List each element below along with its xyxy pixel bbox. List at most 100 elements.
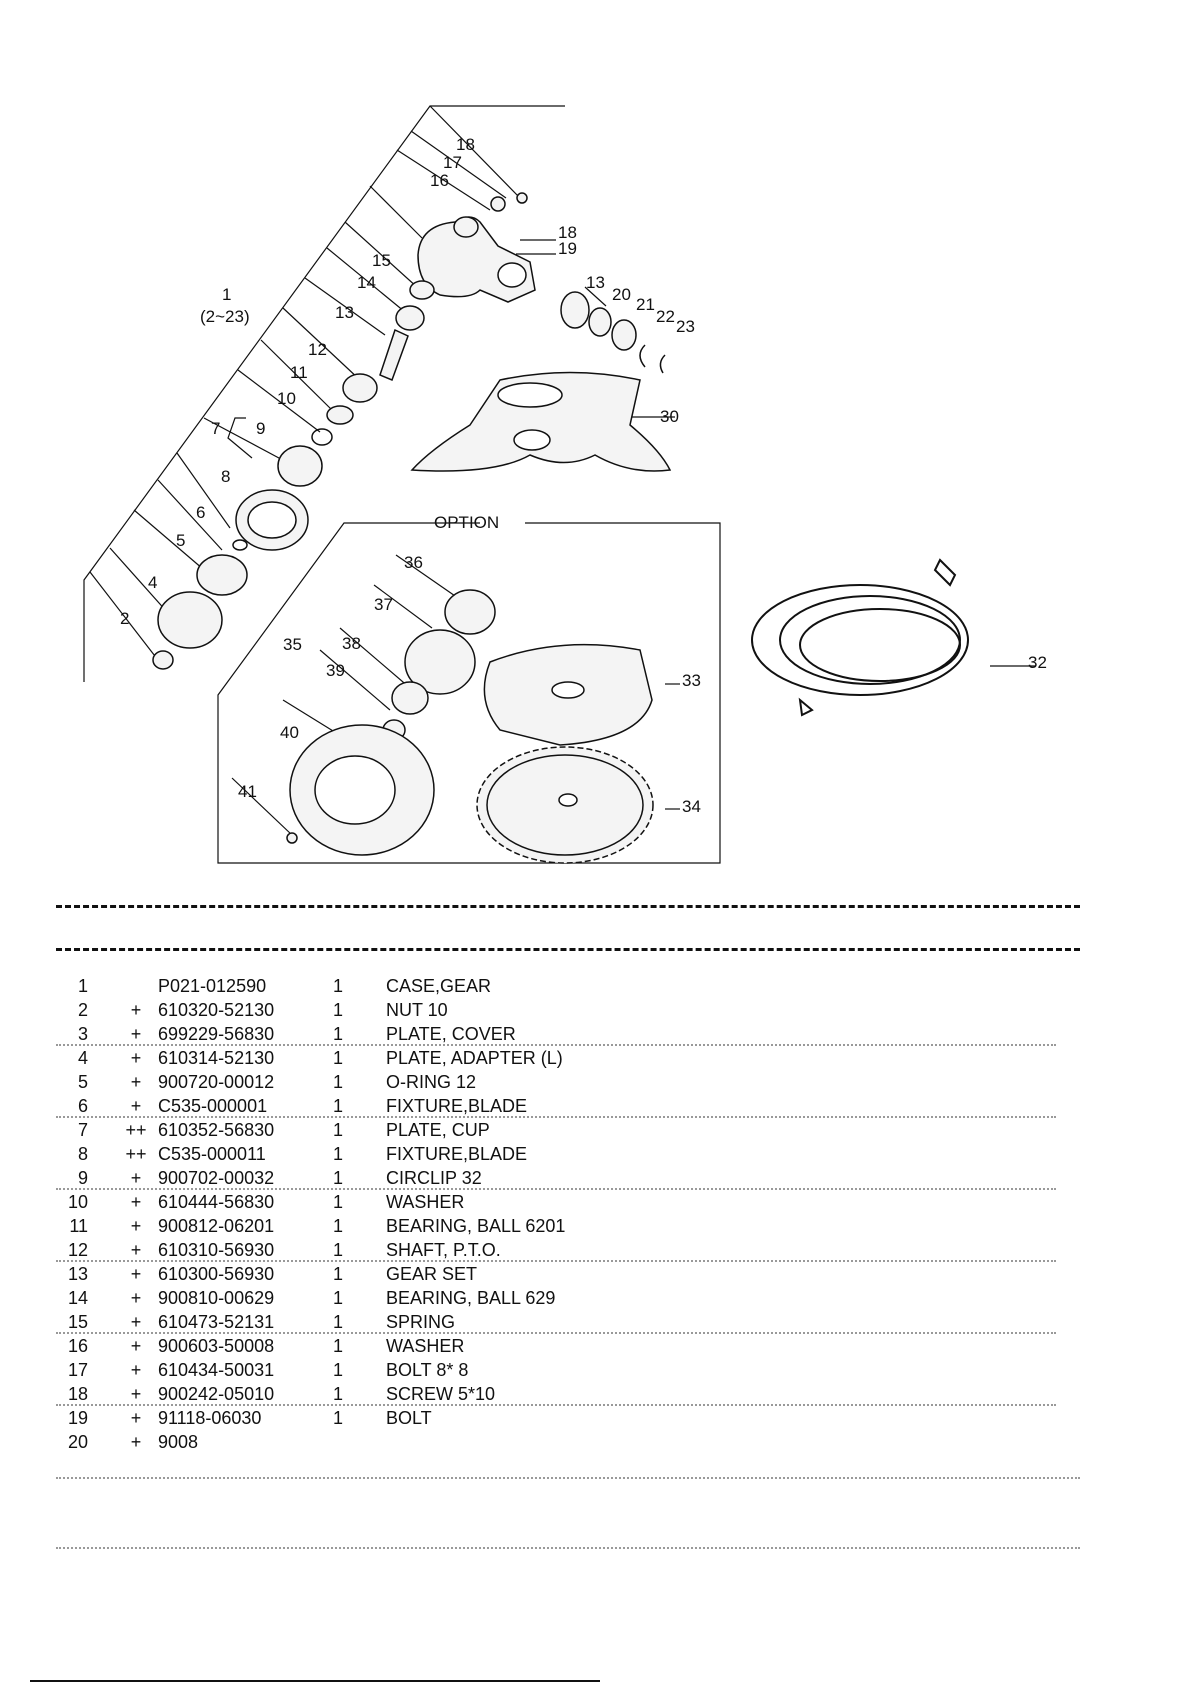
part-mark: + bbox=[130, 1096, 142, 1116]
callout-13-right: 13 bbox=[586, 273, 605, 292]
part-quantity: 1 bbox=[332, 1408, 343, 1428]
callout-5: 6 bbox=[196, 503, 205, 522]
part-code: 610310-56930 bbox=[158, 1240, 275, 1260]
part-description: CASE,GEAR bbox=[386, 976, 492, 996]
callout-3: 4 bbox=[148, 573, 157, 592]
part-description: FIXTURE,BLADE bbox=[386, 1144, 528, 1164]
part-number-index: 8 bbox=[77, 1144, 88, 1164]
part-code: 900812-06201 bbox=[158, 1216, 275, 1236]
part-number-index: 13 bbox=[67, 1264, 88, 1284]
part-quantity: 1 bbox=[332, 1144, 343, 1164]
callout-22: 22 bbox=[656, 307, 675, 326]
part-code: 900720-00012 bbox=[158, 1072, 275, 1092]
callout-41: 41 bbox=[238, 782, 257, 801]
part-description: BOLT 8* 8 bbox=[386, 1360, 469, 1380]
part-code: P021-012590 bbox=[158, 976, 267, 996]
part-quantity: 1 bbox=[332, 1096, 343, 1116]
part-number-index: 20 bbox=[67, 1432, 88, 1452]
part-quantity: 1 bbox=[332, 1120, 343, 1140]
part-number-index: 15 bbox=[67, 1312, 88, 1332]
part-mark: + bbox=[130, 1264, 142, 1284]
part-quantity: 1 bbox=[332, 1048, 343, 1068]
dotted-rule bbox=[56, 1477, 1080, 1479]
part-code: 900242-05010 bbox=[158, 1384, 275, 1404]
part-mark: + bbox=[130, 1048, 142, 1068]
callout-39: 39 bbox=[326, 661, 345, 680]
part-mark: + bbox=[130, 1336, 142, 1356]
part-row: 4 +610314-52130 1 PLATE, ADAPTER (L) bbox=[56, 1046, 1056, 1070]
part-number-index: 10 bbox=[67, 1192, 88, 1212]
callout-23: 23 bbox=[676, 317, 695, 336]
callout-10: 11 bbox=[290, 363, 308, 382]
part-description: BEARING, BALL 629 bbox=[386, 1288, 556, 1308]
callout-9: 10 bbox=[277, 389, 296, 408]
part-quantity: 1 bbox=[332, 1000, 343, 1020]
callout-4: 5 bbox=[176, 531, 185, 550]
callout-36: 36 bbox=[404, 553, 423, 572]
callout-21: 21 bbox=[636, 295, 655, 314]
part-mark: ++ bbox=[125, 1120, 147, 1140]
part-mark: + bbox=[130, 1408, 142, 1428]
part-description: BEARING, BALL 6201 bbox=[386, 1216, 566, 1236]
part-code: 610314-52130 bbox=[158, 1048, 275, 1068]
row-divider bbox=[56, 1404, 1056, 1406]
part-quantity: 1 bbox=[332, 1288, 343, 1308]
exploded-parts-diagram: 18 17 16 18 19 15 14 13 12 11 10 7 9 8 6… bbox=[83, 105, 1047, 864]
part-description: PLATE, ADAPTER (L) bbox=[386, 1048, 563, 1068]
part-description: SCREW 5*10 bbox=[386, 1384, 496, 1404]
callout-33: 33 bbox=[682, 671, 701, 690]
callout-11: 12 bbox=[308, 340, 327, 359]
callout-8: 9 bbox=[256, 419, 265, 438]
part-number-index: 7 bbox=[77, 1120, 88, 1140]
part-description: SPRING bbox=[386, 1312, 456, 1332]
part-code: 900702-00032 bbox=[158, 1168, 275, 1188]
callout-7: 8 bbox=[221, 467, 230, 486]
part-number-index: 4 bbox=[77, 1048, 88, 1068]
part-mark: + bbox=[130, 1240, 142, 1260]
part-description: WASHER bbox=[386, 1192, 465, 1212]
part-row: 7 ++ 610352-56830 1 PLATE, CUP bbox=[56, 1118, 1056, 1142]
callout-17: 18 bbox=[456, 135, 475, 154]
part-mark: + bbox=[130, 1192, 142, 1212]
part-row: 20+9008 bbox=[56, 1430, 1056, 1454]
part-code: 610352-56830 bbox=[158, 1120, 275, 1140]
part-quantity: 1 bbox=[332, 1240, 343, 1260]
part-description: WASHER bbox=[386, 1336, 465, 1356]
part-number-index: 16 bbox=[67, 1336, 88, 1356]
part-number-index: 19 bbox=[67, 1408, 88, 1428]
part-mark: + bbox=[130, 1432, 142, 1452]
part-number-index: 11 bbox=[69, 1216, 88, 1236]
part-code: 900810-00629 bbox=[158, 1288, 275, 1308]
part-code: C535-000011 bbox=[158, 1144, 266, 1164]
part-quantity: 1 bbox=[332, 1384, 343, 1404]
callout-38: 38 bbox=[342, 634, 361, 653]
part-description: BOLT bbox=[386, 1408, 432, 1428]
callout-30: 30 bbox=[660, 407, 679, 426]
part-description: NUT 10 bbox=[386, 1000, 448, 1020]
row-divider bbox=[56, 1116, 1056, 1118]
callout-35: 35 bbox=[283, 635, 302, 654]
part-number-index: 3 bbox=[77, 1024, 88, 1044]
part-description: GEAR SET bbox=[386, 1264, 478, 1284]
part-number-index: 14 bbox=[67, 1288, 88, 1308]
dashed-rule-top bbox=[56, 905, 1080, 908]
part-mark: + bbox=[130, 1000, 142, 1020]
row-divider bbox=[56, 1188, 1056, 1190]
part-quantity: 1 bbox=[332, 1216, 343, 1236]
part-description: PLATE, CUP bbox=[386, 1120, 490, 1140]
part-description: O-RING 12 bbox=[386, 1072, 477, 1092]
part-quantity: 1 bbox=[332, 1360, 343, 1380]
